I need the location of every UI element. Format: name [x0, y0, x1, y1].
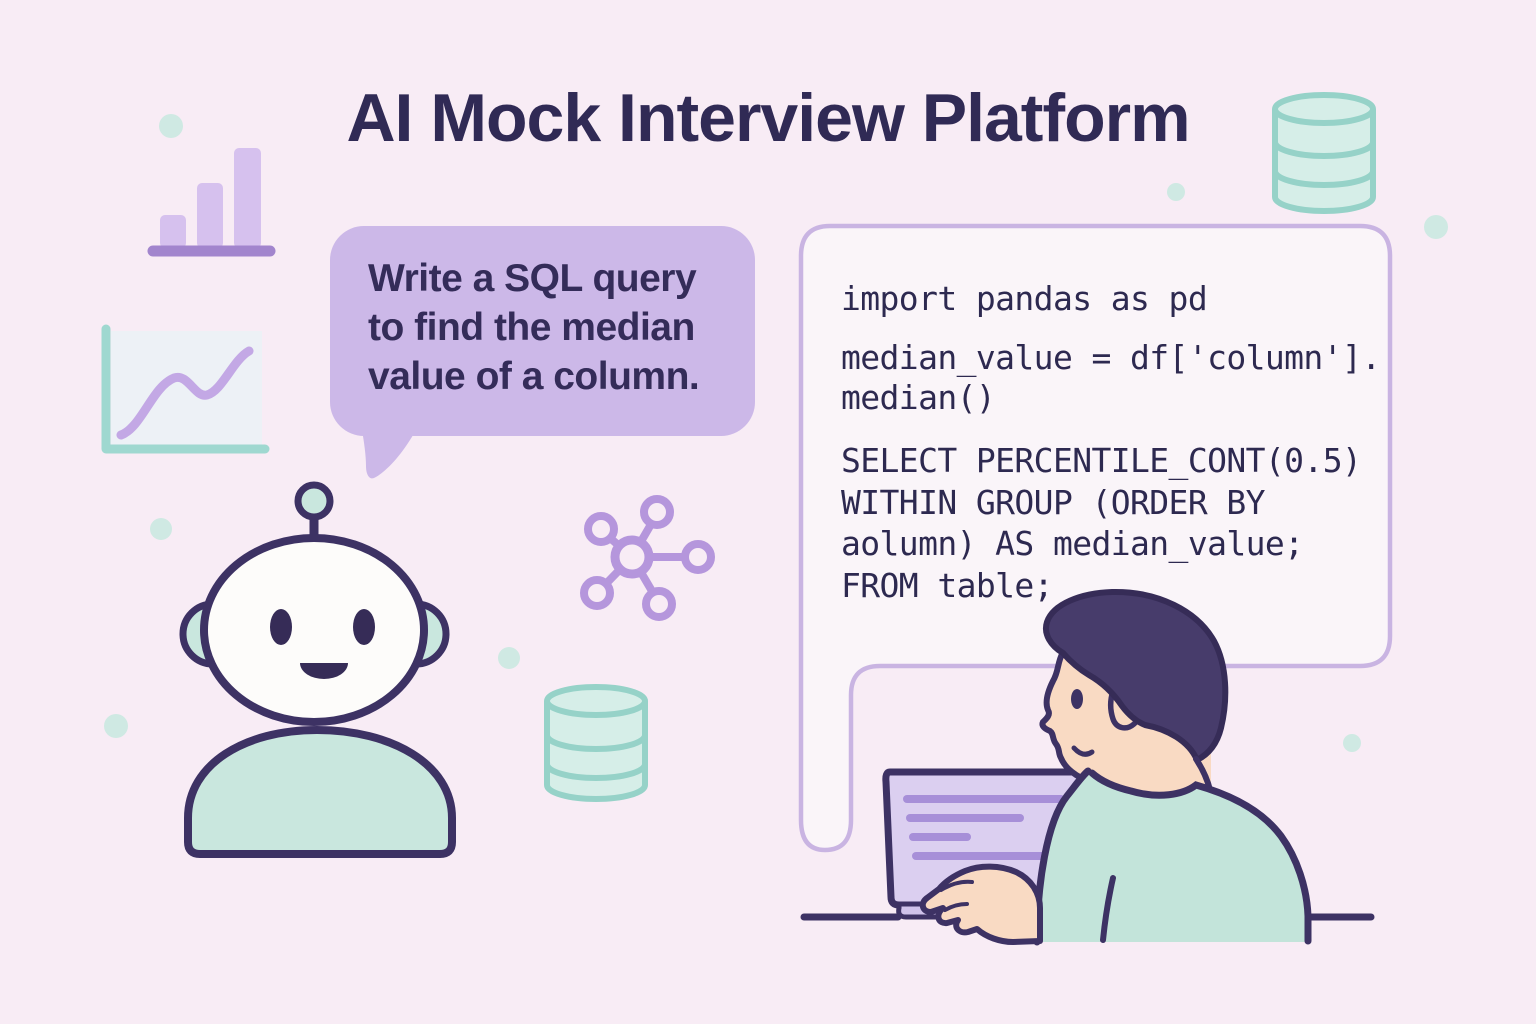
- robot-head: [200, 534, 428, 726]
- network-node: [580, 576, 614, 610]
- decor-dots: [104, 114, 1448, 752]
- database-band: [544, 763, 648, 781]
- decor-dot: [1167, 183, 1185, 201]
- code-line: median_value = df['column'].: [841, 338, 1381, 377]
- code-line: WITHIN GROUP (ORDER BY: [841, 483, 1265, 522]
- person-at-laptop: [919, 588, 1312, 946]
- screen-text-bar: [909, 833, 971, 841]
- database-band: [1272, 141, 1376, 159]
- database-band: [1272, 170, 1376, 188]
- line-chart-curve: [116, 346, 254, 440]
- person-torso: [1037, 771, 1308, 942]
- database-top: [544, 684, 648, 718]
- screen-text-bar: [906, 814, 1024, 822]
- code-line: SELECT PERCENTILE_CONT(0.5): [841, 441, 1362, 480]
- decor-dot: [150, 518, 172, 540]
- page-title: AI Mock Interview Platform: [346, 80, 1190, 156]
- speech-bubble-tail: [362, 430, 416, 479]
- robot-eye-right: [353, 609, 375, 645]
- decor-dot: [104, 714, 128, 738]
- code-line: import pandas as pd: [841, 279, 1208, 318]
- robot-assistant: [179, 481, 456, 858]
- speech-bubble-body: [330, 226, 755, 436]
- hand-finger-lines: [939, 879, 974, 912]
- laptop-screen-text-bars: [903, 795, 1065, 860]
- network-node: [584, 512, 618, 546]
- code-line: aolumn) AS median_value;: [841, 524, 1304, 563]
- person-eye: [1071, 689, 1083, 709]
- shirt-fold-line: [1100, 875, 1116, 943]
- screen-text-bar: [912, 852, 1048, 860]
- speech-bubble-line: value of a column.: [368, 355, 700, 398]
- line-chart-icon: [101, 324, 270, 454]
- bar-chart-bar: [234, 148, 261, 248]
- code-line: median(): [841, 378, 996, 417]
- robot-eye-left: [270, 609, 292, 645]
- network-node: [640, 495, 674, 529]
- person-hair: [1043, 588, 1229, 763]
- speech-bubble: [330, 226, 755, 479]
- bar-chart-bar: [160, 215, 186, 248]
- database-icon-top-right: [1272, 92, 1376, 214]
- decor-dot: [159, 114, 183, 138]
- decor-dot: [1343, 734, 1361, 752]
- network-node: [642, 587, 676, 621]
- decor-dot: [498, 647, 520, 669]
- screen-text-bar: [903, 795, 1065, 803]
- robot-mouth: [300, 663, 348, 679]
- robot-antenna-ball: [294, 481, 334, 521]
- bar-chart-bar: [197, 183, 223, 248]
- bar-chart-icon: [147, 148, 276, 257]
- network-icon: [580, 495, 715, 621]
- line-chart-axes: [101, 324, 270, 454]
- database-top: [1272, 92, 1376, 126]
- robot-body: [184, 725, 456, 858]
- database-band: [544, 734, 648, 752]
- person-smile: [1071, 745, 1095, 757]
- speech-bubble-line: to find the median: [368, 306, 695, 349]
- network-node: [681, 540, 715, 574]
- decor-dot: [1424, 215, 1448, 239]
- code-line: FROM table;: [841, 566, 1054, 605]
- speech-bubble-line: Write a SQL query: [368, 257, 697, 300]
- code-panel: [798, 223, 1393, 853]
- network-hub: [610, 535, 654, 579]
- database-icon-middle: [544, 684, 648, 802]
